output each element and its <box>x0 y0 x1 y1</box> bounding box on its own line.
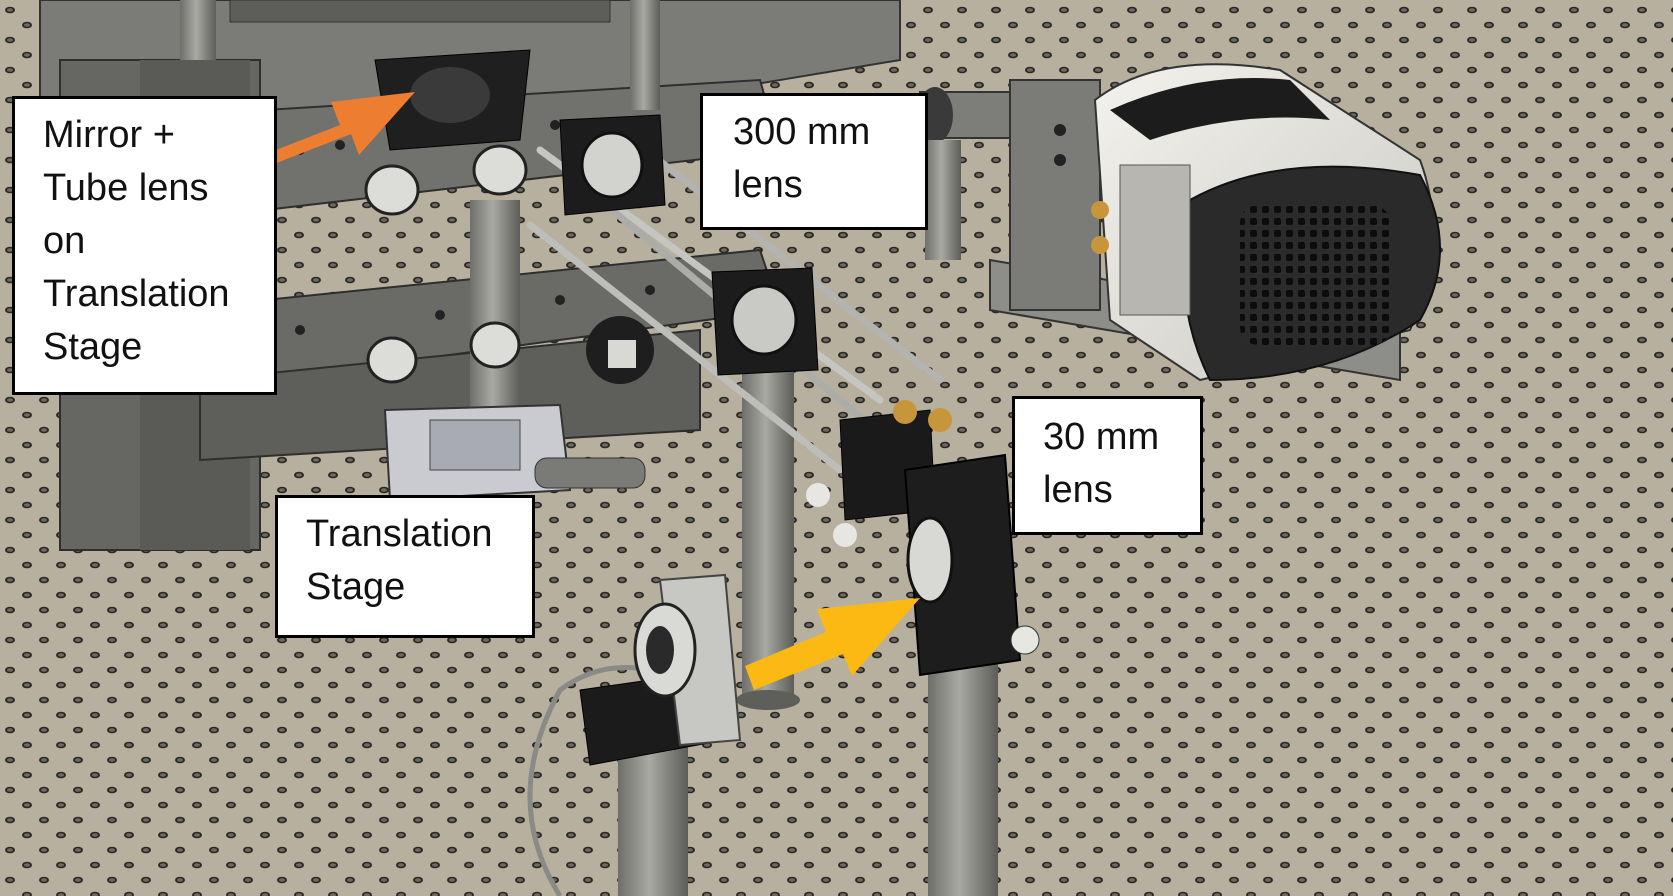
callout-mirror-tube-lens: Mirror + Tube lens on Translation Stage <box>12 96 277 395</box>
callout-line: Mirror + <box>43 114 175 156</box>
post <box>742 340 794 700</box>
callout-30mm-lens: 30 mm lens <box>1012 396 1203 535</box>
lens-30mm-mount <box>806 400 1040 896</box>
post-base <box>736 690 800 710</box>
cage-plate <box>711 267 819 376</box>
callout-line: Stage <box>306 566 406 608</box>
callout-line: Stage <box>43 326 143 368</box>
arrow-orange <box>245 92 415 171</box>
callout-line: Translation <box>43 273 230 315</box>
callout-line: 300 mm <box>733 111 871 153</box>
translation-stage <box>383 316 654 502</box>
callout-line: Translation <box>306 513 493 555</box>
callout-line: lens <box>1043 469 1113 511</box>
callout-300mm-lens: 300 mm lens <box>700 93 928 230</box>
callout-line: on <box>43 220 86 262</box>
callout-line: lens <box>733 164 803 206</box>
callout-translation-stage: Translation Stage <box>275 495 535 638</box>
camera <box>989 63 1441 382</box>
rotation-mount <box>527 573 742 896</box>
callout-line: Tube lens <box>43 167 209 209</box>
callout-line: 30 mm <box>1043 416 1160 458</box>
arrow-yellow <box>745 598 920 690</box>
